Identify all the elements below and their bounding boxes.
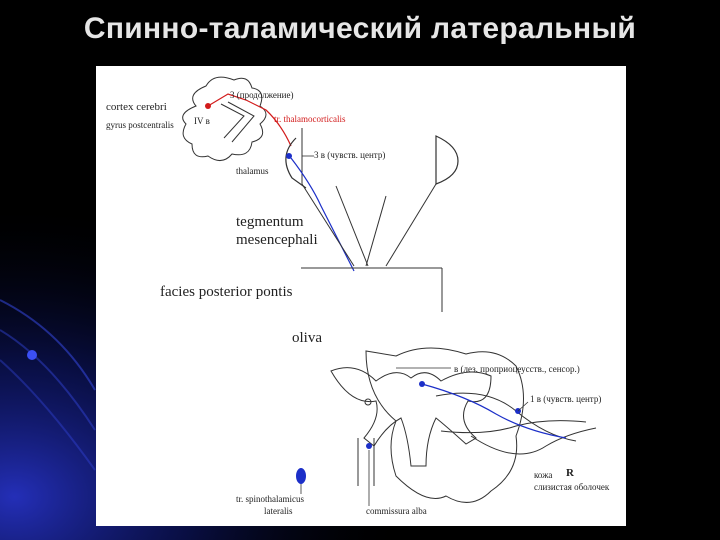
label-skin-2: слизистая оболочек	[534, 482, 610, 492]
label-R: R	[566, 467, 575, 479]
thalamus-shape	[285, 137, 307, 189]
label-skin-1: кожа	[534, 470, 552, 480]
label-gyrus: gyrus postcentralis	[106, 120, 174, 130]
peduncle-left	[301, 183, 355, 267]
blue-tract-upper	[290, 157, 355, 272]
leader-neuron1	[517, 401, 529, 412]
label-tegmentum-1: tegmentum	[236, 214, 304, 230]
label-tract-red: tr. thalamocorticalis	[274, 114, 346, 124]
neuron-3-dot	[286, 153, 292, 159]
label-lateral-tract-2: lateralis	[264, 506, 293, 516]
label-layer-iv: IV в	[194, 116, 210, 126]
peduncle-mid2	[365, 195, 387, 267]
fissure-lines	[357, 438, 375, 486]
peduncle-mid	[335, 185, 369, 267]
label-tegmentum-2: mesencephali	[236, 232, 318, 248]
label-neuron2: в (лез. проприоцеусств., сенсор.)	[454, 364, 580, 374]
diagram-panel: cortex cerebri gyrus postcentralis IV в …	[96, 66, 626, 526]
label-neuron1: 1 в (чувств. центр)	[530, 394, 601, 404]
grey-matter	[330, 367, 492, 467]
peduncle-right	[385, 183, 437, 267]
label-thalamus: thalamus	[236, 166, 269, 176]
label-cortex: cortex cerebri	[106, 101, 167, 113]
central-canal	[364, 398, 372, 406]
dorsal-root-mid	[440, 420, 587, 434]
right-thalamus	[435, 135, 459, 185]
red-tract	[207, 93, 292, 147]
commissure-dot	[366, 443, 372, 449]
gyrus-lines	[220, 101, 255, 143]
pathway-diagram: cortex cerebri gyrus postcentralis IV в …	[106, 76, 610, 516]
ventral-root	[470, 427, 597, 455]
label-facies: facies posterior pontis	[160, 284, 293, 300]
lateral-tract-dot	[296, 468, 306, 484]
label-oliva: oliva	[292, 330, 322, 346]
bullet-dot	[27, 350, 37, 360]
slide-title: Спинно-таламический латеральный	[83, 12, 637, 45]
label-neuron3: 3 в (чувств. центр)	[314, 150, 385, 160]
label-lateral-tract-1: tr. spinothalamicus	[236, 494, 304, 504]
label-commissure: commissura alba	[366, 506, 427, 516]
blue-afferent	[421, 383, 567, 439]
spinal-cord-outline	[365, 347, 524, 503]
label-neuron-top: 3 (продолжение)	[230, 90, 293, 100]
cortex-outline	[182, 76, 267, 161]
